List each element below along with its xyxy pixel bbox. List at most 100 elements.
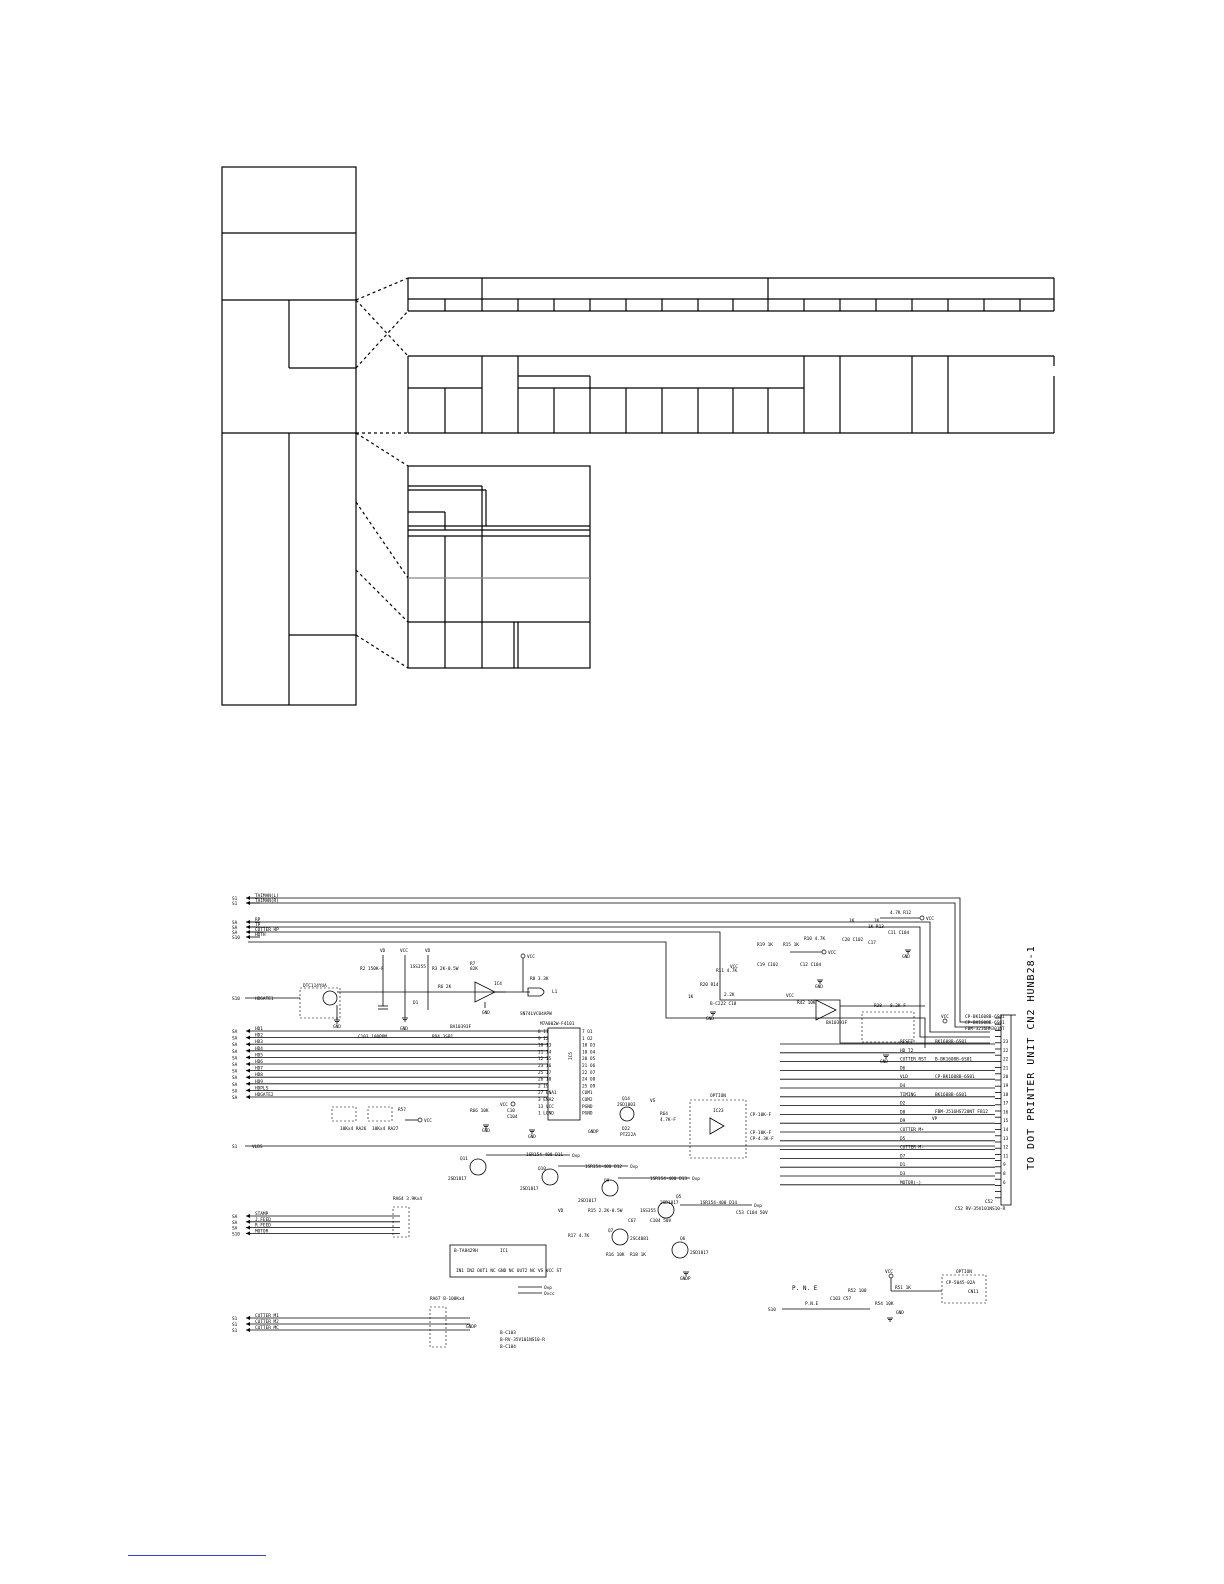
comparator-ic4: R7 82K R6 2K IC4 BA10393F VCC R8 3.3K L1… (438, 953, 558, 1030)
svg-text:Q7: Q7 (608, 1228, 614, 1234)
connector-pin-net: TIMING (900, 1092, 916, 1098)
head-input-bus: SA (232, 1055, 238, 1061)
svg-text:GND: GND (706, 1016, 714, 1022)
svg-text:R17 4.7K: R17 4.7K (568, 1233, 590, 1239)
svg-text:B-C103: B-C103 (500, 1330, 516, 1336)
connector-pin-net: CUTTER M- (900, 1145, 924, 1151)
connector-pin-net: D2 (900, 1101, 906, 1107)
ic5-pin-left: 10 I3 (538, 1043, 552, 1049)
arrow-icon (246, 1029, 250, 1033)
svg-text:PTZ22A: PTZ22A (620, 1132, 636, 1138)
svg-text:2SD1817: 2SD1817 (520, 1186, 539, 1192)
svg-text:1K R13: 1K R13 (868, 924, 884, 930)
svg-text:CP-5045-02A: CP-5045-02A (946, 1280, 975, 1286)
connector-pin-number: 13 (1003, 1136, 1009, 1142)
connector-pin-net: D7 (900, 1153, 906, 1159)
svg-text:Ovp: Ovp (572, 1153, 580, 1159)
connector-pin-number: 22 (1003, 1048, 1009, 1054)
top-input-bus: S10 (232, 935, 240, 941)
motor-input-bus: S10 (232, 1231, 240, 1237)
motor-input-net: R.FEED (255, 1223, 271, 1229)
option-ic23-box: OPTION IC23 CP-10K-F CP-10K-F CP-4.3K-F (689, 1093, 774, 1159)
svg-text:IC4: IC4 (494, 981, 502, 987)
svg-text:R10 4.7K: R10 4.7K (804, 936, 826, 942)
connector-pin-number: 20 (1003, 1074, 1009, 1080)
motor-input-bus: SA (232, 1220, 238, 1226)
connector-pin-net: D8 (900, 1109, 906, 1115)
connector-pin-net: CUTTER RST (900, 1057, 927, 1063)
vlds-line: S1 VLDS (232, 1144, 995, 1150)
connector-pin-number: 8 (1003, 1171, 1006, 1177)
svg-text:R16 10K: R16 10K (606, 1252, 625, 1258)
ic5-pin-left: 3 ENA2 (538, 1097, 554, 1103)
svg-text:VCC: VCC (424, 1118, 432, 1124)
connector-pin-part: BK1608B-6S01 (935, 1039, 967, 1045)
svg-text:B-RV-35V101NS10-R: B-RV-35V101NS10-R (500, 1337, 545, 1343)
head-input-bus: SA (232, 1042, 238, 1048)
head-input-bus: SA (232, 1082, 238, 1088)
head-input-bus: SA (232, 1049, 238, 1055)
svg-text:VS: VS (650, 1098, 656, 1104)
connector-pin-number: 23 (1003, 1039, 1009, 1045)
arrow-icon (246, 1048, 250, 1053)
ic5-pin-right: 21 O6 (582, 1063, 596, 1069)
svg-text:R15 1K: R15 1K (783, 942, 799, 948)
svg-text:C17: C17 (868, 940, 876, 946)
svg-text:1K: 1K (849, 918, 855, 924)
ic5-pin-left: 23 I6 (538, 1063, 552, 1069)
svg-text:HDGATE1: HDGATE1 (255, 996, 274, 1002)
svg-text:CP-BK1608B-6S01: CP-BK1608B-6S01 (965, 1020, 1005, 1026)
svg-text:C53 C104 50V: C53 C104 50V (736, 1210, 768, 1216)
svg-text:C103 100PPM: C103 100PPM (358, 1034, 387, 1040)
svg-text:VP: VP (932, 1116, 938, 1122)
connector-pin-part: CP-BK1608B-6S01 (935, 1074, 975, 1080)
svg-text:R11 4.7K: R11 4.7K (716, 968, 738, 974)
head-input-net: HD5 (255, 1052, 263, 1058)
svg-text:1SS355: 1SS355 (410, 964, 426, 970)
svg-text:10Kx4 RA27: 10Kx4 RA27 (372, 1126, 399, 1132)
arrow-icon (246, 1214, 250, 1218)
svg-text:C103 C57: C103 C57 (830, 1296, 852, 1302)
connector-pin-number: 19 (1003, 1083, 1009, 1089)
arrow-icon (246, 1088, 250, 1093)
pne-sensor-section: P. N. E S10 P.N.E C103 C57 R52 100 R54 1… (768, 1269, 987, 1322)
svg-text:2SD1803: 2SD1803 (617, 1102, 636, 1108)
top-input-bus: S1 (232, 901, 238, 907)
top-input-bus: SA (232, 930, 238, 936)
head-input-net: HD1 (255, 1026, 263, 1032)
svg-text:IC23: IC23 (713, 1108, 724, 1114)
svg-text:R18 1K: R18 1K (630, 1252, 646, 1258)
connector-pin-number: 16 (1003, 1109, 1009, 1115)
svg-text:CP-4.3K-F: CP-4.3K-F (750, 1136, 774, 1142)
top-input-net: CUTTER HP (255, 927, 279, 933)
connector-label: TO DOT PRINTER UNIT CN2 HUNB28-1 (1026, 945, 1037, 1170)
top-input-net: TAIMAN(L) (255, 893, 279, 899)
svg-text:2SD1817: 2SD1817 (660, 1200, 679, 1206)
ic1-cutter-driver: B-TA8429H IC1 IN1 IN2 OUT1 NC GND NC OUT… (449, 1244, 562, 1350)
connector-pin-net: CUTTER M+ (900, 1127, 924, 1133)
connector-pin-net: VLD (900, 1074, 908, 1080)
ic5-pin-right: COM1 (582, 1090, 593, 1096)
svg-text:R2 150K-F: R2 150K-F (360, 966, 384, 972)
svg-text:GND: GND (528, 1134, 536, 1140)
arrow-icon (246, 1316, 250, 1320)
svg-text:1K: 1K (874, 918, 880, 924)
ic5-pin-left: 11 I4 (538, 1049, 552, 1055)
svg-text:CP-BK1608B-6S01: CP-BK1608B-6S01 (965, 1014, 1005, 1020)
svg-text:B-TA8429H: B-TA8429H (454, 1248, 478, 1254)
svg-text:BA10393F: BA10393F (450, 1024, 472, 1030)
q1-driver: S10 HDGATE1 DTC114YUA GND (232, 983, 506, 1030)
arrow-icon (246, 1062, 250, 1066)
top-input-net: RP (255, 917, 261, 923)
svg-text:C52 RV-35V101NS10-R: C52 RV-35V101NS10-R (955, 1206, 1006, 1212)
top-input-bus: S1 (232, 896, 238, 902)
svg-text:GNDP: GNDP (588, 1129, 599, 1135)
svg-text:GND: GND (896, 1310, 904, 1316)
svg-text:IC5: IC5 (568, 1052, 574, 1060)
arrow-icon (246, 1075, 250, 1080)
middle-table (407, 355, 1055, 434)
arrow-icon (246, 1042, 250, 1047)
